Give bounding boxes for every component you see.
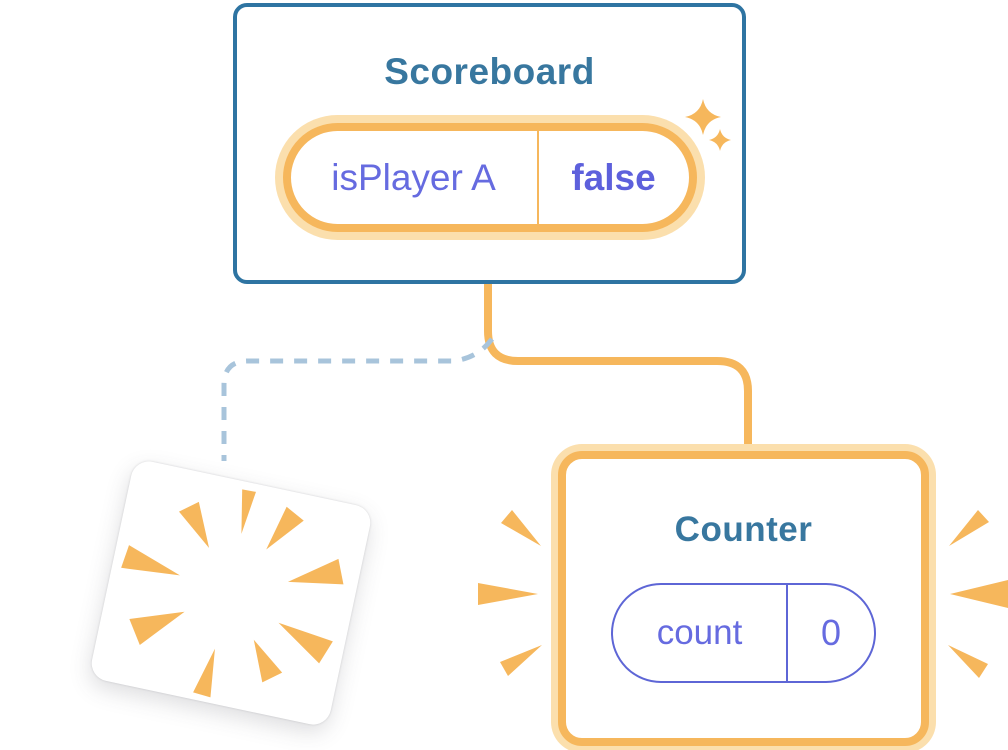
- connector-removed-branch-dashed-line: [221, 337, 494, 461]
- counter-title: Counter: [674, 510, 813, 549]
- poof-burst-icon: [121, 489, 344, 698]
- state-value-label: 0: [820, 612, 842, 653]
- state-name-label: count: [656, 613, 743, 652]
- burst-wedge-right-top: [949, 510, 989, 546]
- removed-component-card: [88, 458, 374, 728]
- burst-wedge-left-middle: [478, 583, 538, 605]
- counter-card: Counter count 0: [558, 451, 929, 746]
- pill-divider: [786, 585, 788, 681]
- counter-state-pill: count 0: [611, 583, 876, 683]
- pill-divider: [536, 131, 539, 224]
- state-name-label: isPlayer A: [331, 156, 496, 198]
- burst-wedge-right-middle: [950, 580, 1008, 608]
- connector-scoreboard-counter-line: [484, 278, 752, 458]
- scoreboard-card: Scoreboard isPlayer A false: [233, 3, 746, 284]
- state-value-label: false: [571, 156, 656, 198]
- burst-wedge-left-bottom: [500, 645, 542, 676]
- burst-wedge-left-top: [501, 510, 541, 546]
- scoreboard-state-pill: isPlayer A false: [282, 123, 697, 232]
- burst-wedge-right-bottom: [948, 645, 988, 678]
- scoreboard-title: Scoreboard: [384, 51, 595, 92]
